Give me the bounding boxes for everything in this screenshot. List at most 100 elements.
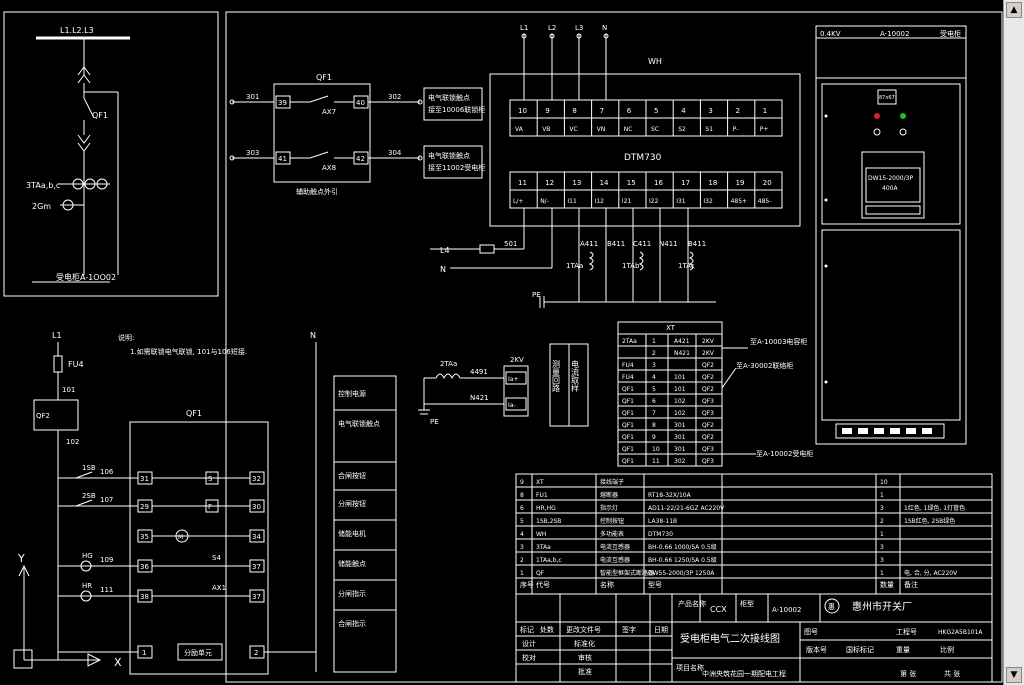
link1: 至A-10003电容柜	[750, 337, 807, 346]
t302: 302	[388, 93, 401, 101]
axis-x: X	[114, 656, 122, 669]
ctrl-button: 2SB	[82, 492, 96, 500]
ct-n421: N421	[470, 394, 489, 402]
elev-meter: 87x67	[879, 95, 895, 101]
meter-bot-num: 18	[708, 179, 717, 187]
bom-cell: XT	[536, 479, 544, 486]
term-dst: QF3	[702, 446, 714, 453]
meter-top-label: P-	[733, 126, 739, 133]
ct1b: 1TAb	[622, 262, 640, 270]
primary-circuit-frame	[3, 11, 219, 297]
term-wire: A421	[674, 338, 690, 345]
bom-cell: 3	[880, 557, 884, 564]
phase-label: L2	[548, 24, 556, 32]
term-no: 4	[652, 374, 656, 381]
cu-label: 2Gm	[32, 202, 51, 211]
ctrl-bottom-b: 2	[254, 649, 258, 657]
dest2a: 电气联锁触点	[428, 151, 470, 160]
bom-cell: DW55-2000/3P 1250A	[648, 570, 715, 577]
fu4: FU4	[68, 360, 84, 369]
meter-top-num: 5	[654, 107, 658, 115]
ctrl-coil: S	[208, 475, 213, 483]
bom-cell: 控制按钮	[600, 517, 624, 525]
ctrl-button: 1SB	[82, 464, 96, 472]
meter-top-label: VC	[569, 126, 577, 133]
dest1a: 电气联锁触点	[428, 93, 470, 102]
ctrl-term-a: 35	[140, 533, 149, 541]
meter-top-num: 6	[627, 107, 632, 115]
bom-cell: FU1	[536, 492, 548, 499]
bom-cell: 指示灯	[600, 504, 618, 512]
term-no: 10	[652, 446, 660, 453]
ct-pe: PE	[430, 418, 439, 426]
project-no-label: 工程号	[896, 627, 917, 636]
term-wire: 301	[674, 434, 686, 441]
t301: 301	[246, 93, 259, 101]
bom-cell: 1	[880, 492, 884, 499]
term-src: QF1	[622, 446, 634, 453]
project-no: HKG2A5B101A	[938, 629, 983, 636]
standardize: 标准化	[574, 639, 595, 648]
meter-dtm730: WH DTM730 10VA11L/+9VB12N/-8VC13I117VN14…	[430, 24, 801, 308]
term-wire: 101	[674, 386, 686, 393]
ctrl-term-b: 30	[252, 503, 261, 511]
bom-cell: 1红色, 1绿色, 1灯管色	[904, 504, 965, 512]
cabinet-label: 受电柜A-1OO02	[56, 272, 116, 282]
scroll-up-icon[interactable]: ▲	[1006, 2, 1022, 18]
approve: 批准	[578, 667, 592, 676]
legend-item: 合闸指示	[338, 619, 366, 628]
term-no: 8	[652, 422, 656, 429]
bom-cell: 5	[520, 518, 524, 525]
audit: 审核	[578, 653, 592, 662]
meter-bot-num: 16	[654, 179, 663, 187]
rev-sign: 签字	[622, 625, 636, 634]
bom-cell: 多功能表	[600, 530, 624, 538]
term-wire: 302	[674, 458, 686, 465]
project-name-label: 项目名称	[676, 663, 704, 672]
bom-cell: 1TAa,b,c	[536, 557, 562, 564]
sheet-total: 共 张	[944, 669, 960, 678]
term-dst: 2KV	[702, 350, 715, 357]
vertical-scrollbar[interactable]: ▲ ▼	[1003, 0, 1024, 685]
t304: 304	[388, 149, 402, 157]
n501-label: 501	[504, 240, 517, 248]
meter-bot-label: N/-	[540, 198, 549, 205]
meter-top-label: S1	[705, 126, 713, 133]
term-wire: 101	[674, 374, 686, 381]
bom-cell: 1SB红色, 2SB绿色	[904, 517, 955, 525]
term-dst: QF3	[702, 398, 714, 405]
bom-cell: 2	[520, 557, 524, 564]
drawing-no-label: 图号	[804, 628, 818, 636]
xt-title: XT	[666, 324, 676, 332]
bom-cell: HR,HG	[536, 505, 556, 512]
meter-bot-label: I31	[676, 198, 686, 205]
ctrl-term-a: 31	[140, 475, 149, 483]
bom-cell: 2	[880, 518, 884, 525]
term-src: QF1	[622, 398, 634, 405]
scroll-down-icon[interactable]: ▼	[1006, 667, 1022, 683]
ct-4491: 4491	[470, 368, 488, 376]
bom-cell: 1	[880, 531, 884, 538]
meter-top-num: 4	[681, 107, 686, 115]
bom-cell: 接线端子	[600, 478, 624, 486]
ct-current-b: B411	[607, 240, 625, 248]
term-wire: 301	[674, 446, 686, 453]
term-dst: QF2	[702, 434, 714, 441]
ctrl-term-b: 37	[252, 593, 261, 601]
ctrl-term-a: 38	[140, 593, 149, 601]
term-dst: 2KV	[702, 338, 715, 345]
legend-item: 储能电机	[338, 529, 366, 538]
meter-top-label: S2	[678, 126, 686, 133]
bom-cell: 8	[520, 492, 524, 499]
meter-top-label: VN	[597, 126, 606, 133]
bom-cell: DTM730	[648, 531, 673, 538]
sw-ax8: AX8	[322, 164, 336, 172]
phase-label: N	[602, 24, 607, 32]
project-name: 中洲央筑花园一期配电工程	[702, 669, 786, 678]
ctrl-coil: F	[208, 503, 212, 511]
primary-circuit: L1.L2.L3 QF1 3TAa,b,c 2Gm 受电柜A-1OO02	[26, 26, 130, 283]
term-src: QF1	[622, 386, 634, 393]
ctrl-motor: M	[178, 534, 183, 541]
note-title: 说明:	[118, 333, 134, 342]
